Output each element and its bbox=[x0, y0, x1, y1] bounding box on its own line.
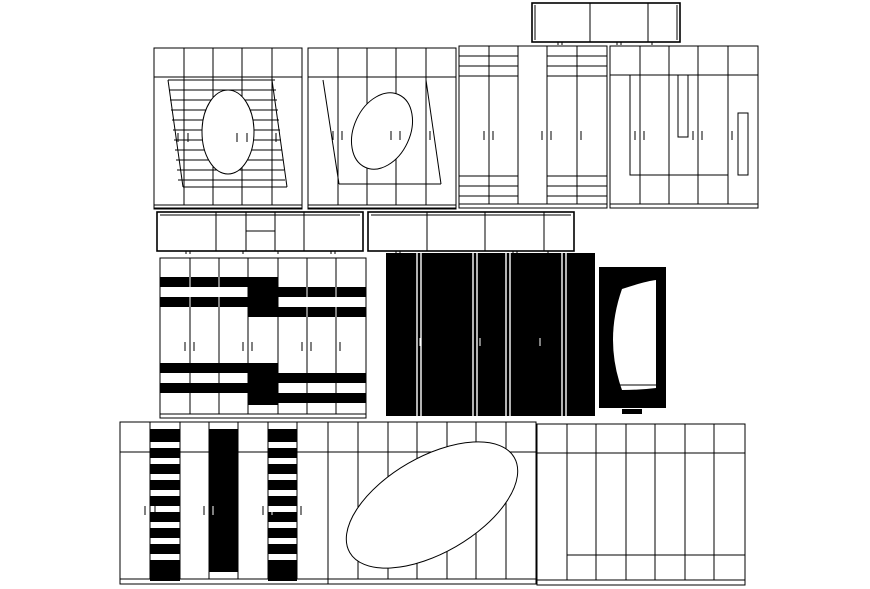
mirror-frame bbox=[599, 267, 666, 414]
wall-cabinet-right bbox=[367, 211, 575, 254]
wardrobe-7-ladder-strips bbox=[119, 421, 329, 585]
wardrobe-4-open-niche bbox=[609, 45, 759, 209]
wardrobe-8-large-oval bbox=[327, 421, 537, 585]
wardrobe-3-banded bbox=[458, 45, 608, 209]
top-cabinet-wall-unit bbox=[531, 2, 681, 45]
wall-cabinet-left bbox=[156, 211, 364, 254]
wardrobe-9-plain-panels bbox=[536, 423, 746, 586]
wardrobe-6-solid-black bbox=[386, 253, 595, 416]
wardrobe-2-slanted-oval bbox=[307, 47, 457, 210]
wardrobe-5-striped bbox=[159, 257, 367, 419]
wardrobe-1-stepped-oval bbox=[153, 47, 303, 210]
